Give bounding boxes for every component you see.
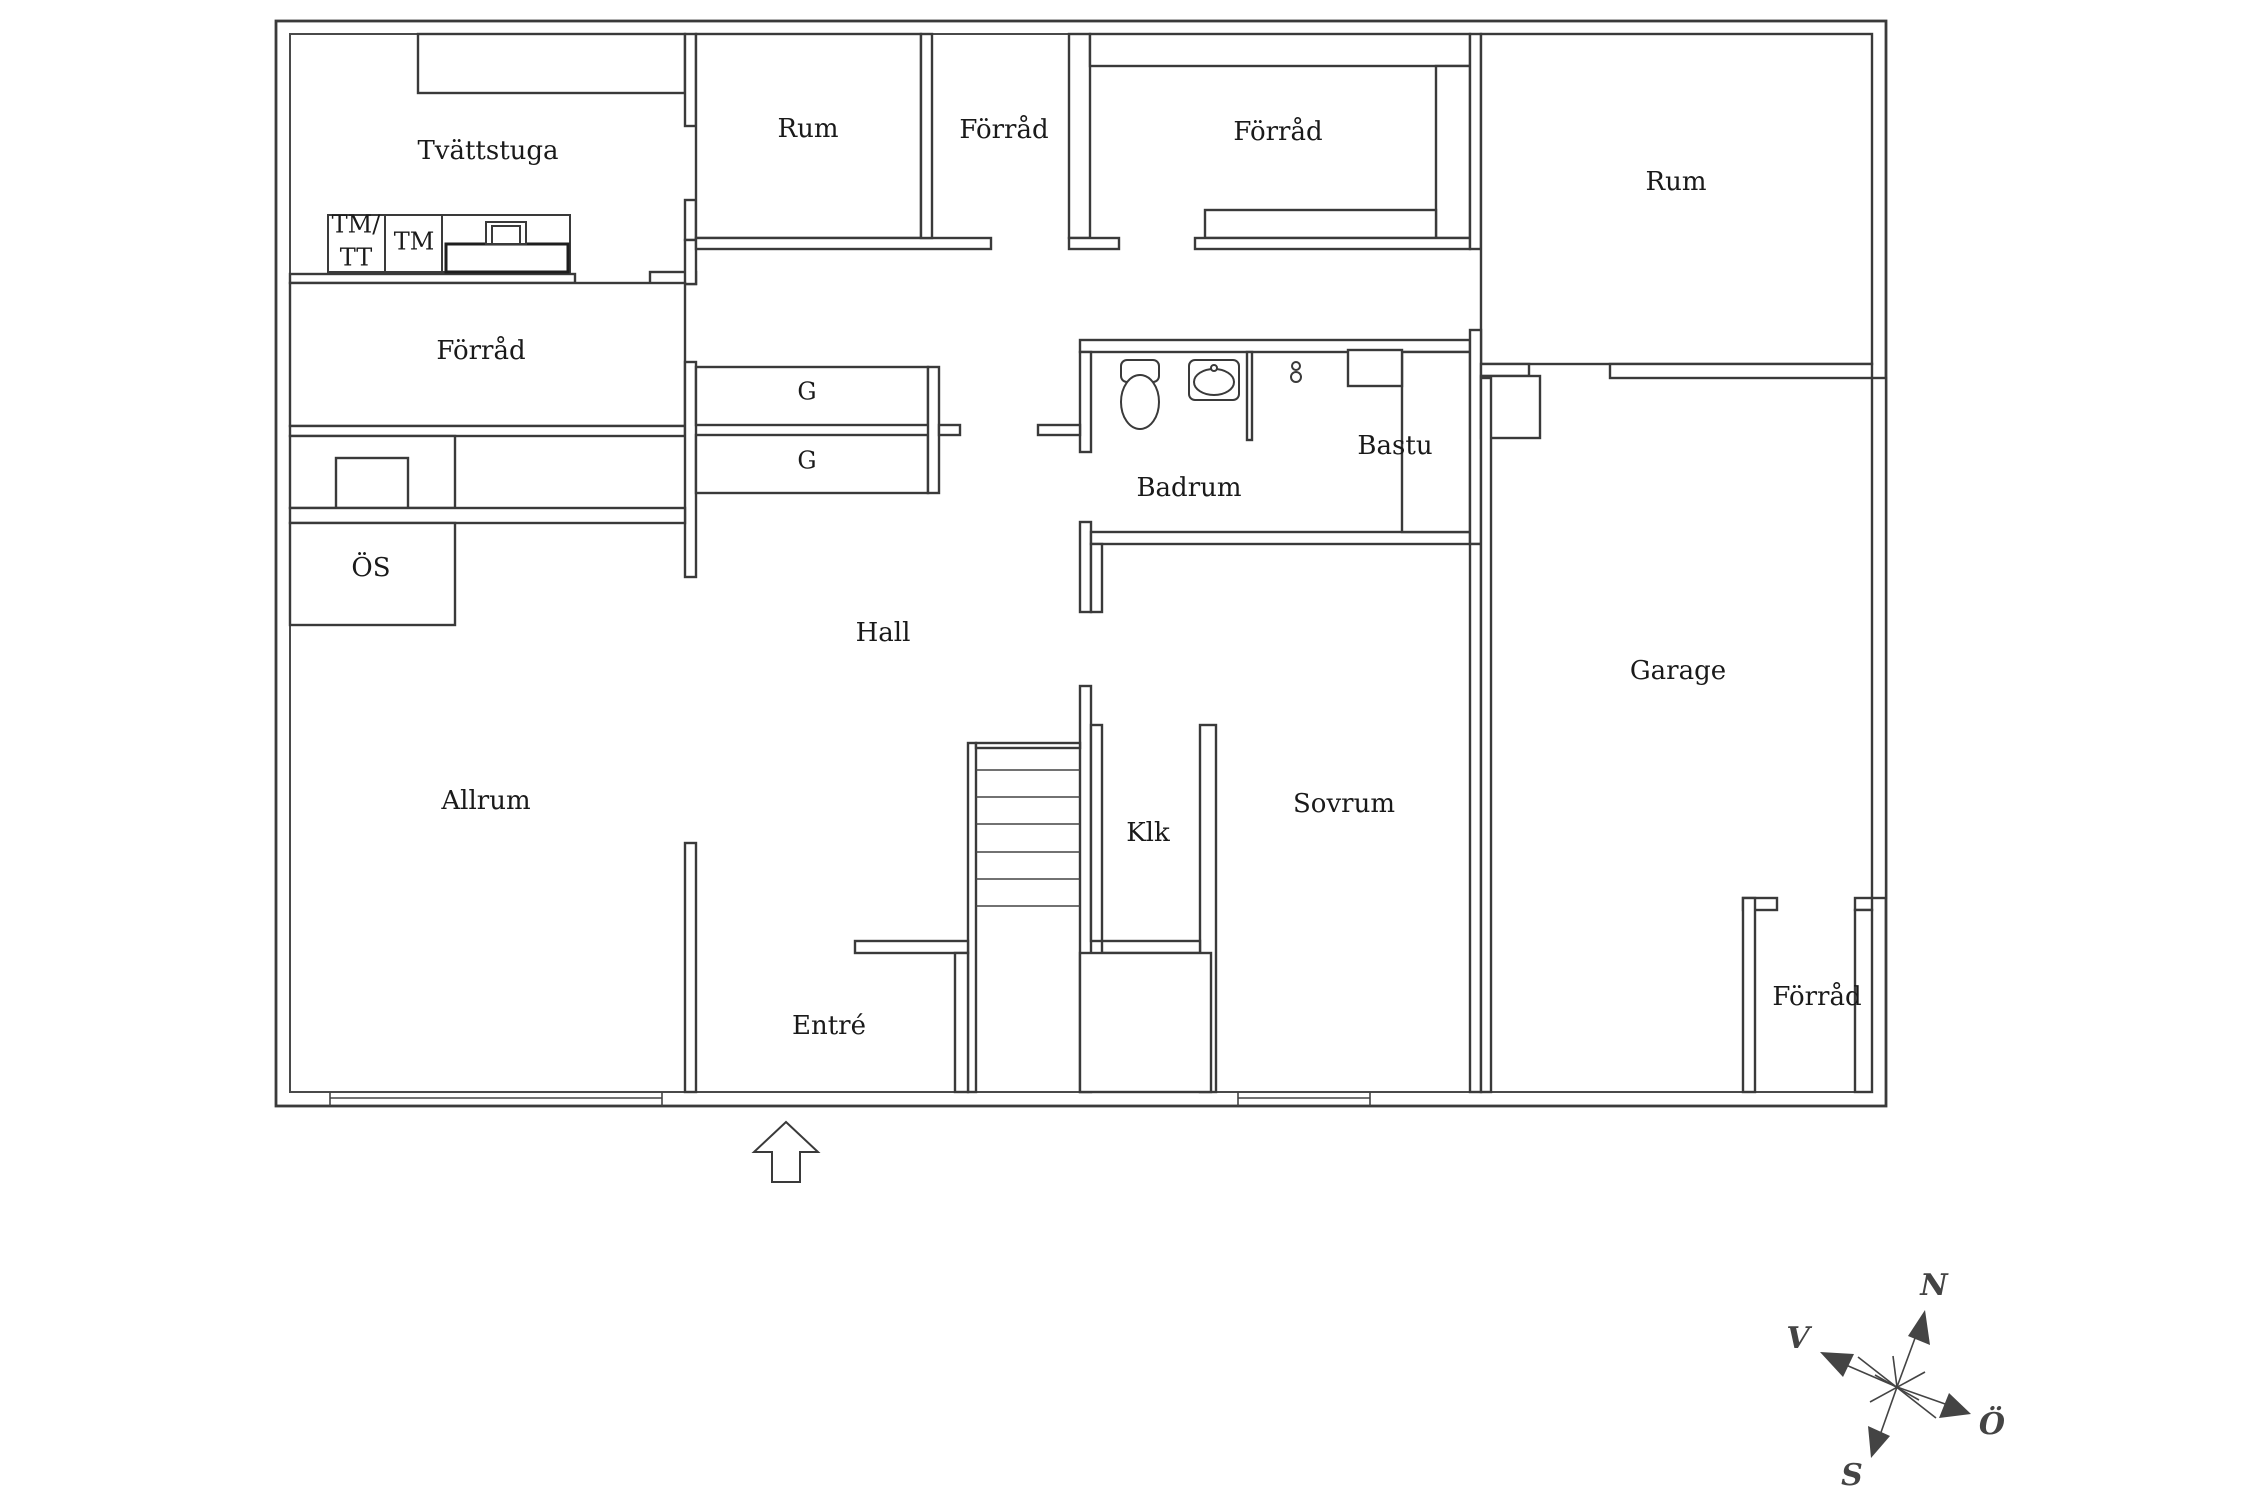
compass-south-label: S bbox=[1841, 1458, 1863, 1493]
windows bbox=[329, 1092, 1371, 1106]
compass-north-label: N bbox=[1919, 1268, 1949, 1303]
entrance-arrow-icon bbox=[751, 1120, 821, 1183]
compass-east-label: Ö bbox=[1979, 1405, 2005, 1442]
room-label-forrad-1: Förråd bbox=[959, 114, 1048, 145]
compass-west-label: V bbox=[1786, 1321, 1812, 1356]
label-tm-tt-line2: TT bbox=[340, 244, 372, 272]
label-g1: G bbox=[797, 378, 816, 406]
label-g2: G bbox=[797, 447, 816, 475]
interior-walls bbox=[288, 32, 1888, 1094]
room-label-tvattstuga: Tvättstuga bbox=[417, 136, 558, 166]
label-tm-tt-line1: TM/ bbox=[332, 211, 382, 239]
room-label-forrad-left: Förråd bbox=[436, 335, 525, 366]
room-label-os: ÖS bbox=[351, 551, 390, 583]
room-label-sovrum: Sovrum bbox=[1293, 789, 1395, 819]
room-label-bastu: Bastu bbox=[1357, 431, 1432, 461]
room-label-badrum: Badrum bbox=[1136, 473, 1241, 503]
toilet-icon bbox=[1120, 359, 1160, 430]
sink-icon bbox=[1188, 359, 1240, 401]
staircase bbox=[976, 769, 1080, 907]
room-labels: Tvättstuga Rum Förråd Förråd Rum TM/ TT … bbox=[332, 114, 1862, 1041]
room-label-forrad-garage: Förråd bbox=[1772, 981, 1861, 1012]
room-label-allrum: Allrum bbox=[440, 786, 530, 816]
room-label-hall: Hall bbox=[856, 618, 911, 648]
room-label-entre: Entré bbox=[792, 1011, 866, 1041]
room-label-rum-top: Rum bbox=[778, 114, 839, 144]
shower-icon bbox=[1290, 361, 1302, 383]
room-label-klk: Klk bbox=[1126, 818, 1170, 848]
laundry-fixtures bbox=[327, 214, 571, 274]
label-tm: TM bbox=[394, 228, 435, 256]
room-label-rum-right: Rum bbox=[1646, 167, 1707, 197]
room-label-garage: Garage bbox=[1630, 656, 1726, 686]
compass-icon: N V Ö S bbox=[1786, 1268, 2005, 1493]
bathroom-fixtures bbox=[1120, 359, 1302, 430]
room-label-forrad-2: Förråd bbox=[1233, 116, 1322, 147]
